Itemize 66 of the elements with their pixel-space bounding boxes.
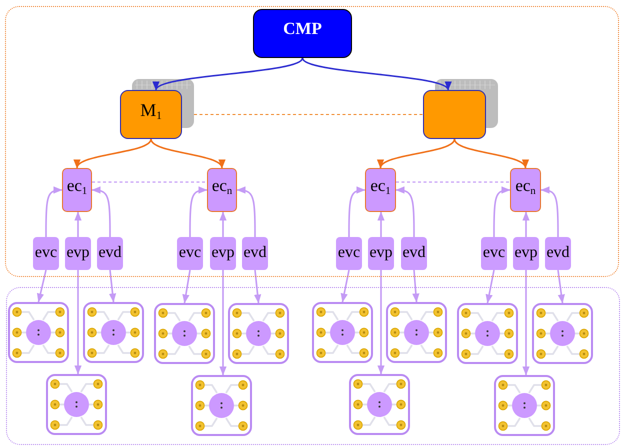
arrow xyxy=(522,212,530,237)
dashed-line xyxy=(92,182,207,183)
arrow xyxy=(219,212,227,237)
arrow xyxy=(74,212,82,237)
port-hub-drawing xyxy=(457,303,518,364)
arrow xyxy=(182,270,191,304)
process-box: evp xyxy=(65,237,91,270)
arrow xyxy=(302,58,449,90)
arrow xyxy=(109,270,116,302)
dashed-line xyxy=(194,114,423,116)
process-box xyxy=(423,90,486,139)
process-box: ec$_{n}$ xyxy=(510,168,541,212)
process-box: ec$_{1}$ xyxy=(365,168,396,212)
arrow xyxy=(348,186,366,237)
group-frame xyxy=(5,6,619,277)
arrow xyxy=(155,58,304,90)
arrow xyxy=(377,212,385,237)
arrow xyxy=(254,270,262,304)
arrow xyxy=(219,270,227,376)
process-box: evp xyxy=(513,237,539,270)
arrow xyxy=(486,270,495,304)
process-box: evd xyxy=(97,237,123,270)
arrow xyxy=(557,270,565,304)
port-hub-drawing xyxy=(228,303,289,364)
port-hub-drawing xyxy=(191,375,252,436)
arrow xyxy=(45,186,62,237)
arrow xyxy=(236,186,256,237)
process-box: evd xyxy=(401,237,427,270)
arrow xyxy=(380,138,456,168)
arrow xyxy=(454,138,526,168)
arrow xyxy=(76,138,152,168)
port-hub-drawing xyxy=(46,374,107,435)
arrow xyxy=(493,186,510,237)
arrow xyxy=(36,270,47,302)
port-hub-drawing xyxy=(83,302,144,363)
process-box: evc xyxy=(33,237,59,270)
arrow xyxy=(412,270,420,302)
group-frame xyxy=(6,287,620,445)
process-box: evd xyxy=(545,237,571,270)
arrow xyxy=(92,186,111,237)
process-box: M$_{1}$ xyxy=(120,90,182,139)
arrow xyxy=(189,186,208,237)
process-box: evd xyxy=(242,237,268,270)
arrow xyxy=(540,186,559,237)
process-box: evp xyxy=(210,237,236,270)
process-box: evp xyxy=(368,237,394,270)
process-box: evc xyxy=(177,237,203,270)
process-box: ec$_{n}$ xyxy=(207,168,237,212)
port-hub-drawing xyxy=(532,303,593,364)
port-hub-drawing xyxy=(349,374,410,435)
process-box: ec$_{1}$ xyxy=(62,168,92,212)
port-hub-drawing xyxy=(494,375,555,436)
process-box: evc xyxy=(336,237,362,270)
arrow xyxy=(74,270,82,374)
port-hub-drawing xyxy=(154,303,215,364)
port-hub-drawing xyxy=(312,302,373,363)
arrow xyxy=(150,138,223,168)
port-hub-drawing xyxy=(8,302,69,363)
arrow xyxy=(396,186,415,237)
arrow xyxy=(522,270,530,376)
port-hub-drawing xyxy=(386,302,447,363)
process-box: evc xyxy=(481,237,507,270)
dashed-line xyxy=(396,182,510,183)
arrow xyxy=(377,270,385,374)
arrow xyxy=(340,270,350,302)
process-box: CMP xyxy=(253,9,352,58)
